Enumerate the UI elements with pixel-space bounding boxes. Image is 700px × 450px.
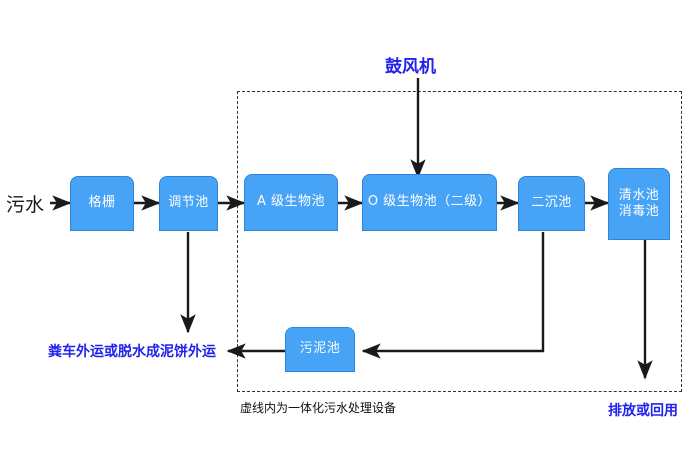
node-clearwater-tank-label: 清水池 <box>618 187 660 203</box>
node-regulating-tank[interactable]: 调节池 <box>159 176 218 231</box>
arrow-secondary-to-sludge <box>361 232 545 359</box>
integrated-equipment-boundary <box>237 91 682 392</box>
node-regulating-tank-label: 调节池 <box>168 195 209 211</box>
node-clearwater-disinfection-tank[interactable]: 清水池 消毒池 <box>608 168 670 240</box>
blower-label: 鼓风机 <box>385 57 436 77</box>
enclosure-caption: 虚线内为一体化污水处理设备 <box>240 401 397 415</box>
node-sludge-tank-label: 污泥池 <box>299 341 341 357</box>
node-a-level-biological-tank-label: A 级生物池 <box>256 194 326 210</box>
node-secondary-sedimentation-tank-label: 二沉池 <box>531 195 572 211</box>
node-o-level-biological-tank[interactable]: O 级生物池（二级） <box>362 174 497 231</box>
discharge-label: 排放或回用 <box>608 403 678 419</box>
node-grille[interactable]: 格栅 <box>70 176 134 231</box>
node-o-level-biological-tank-label: O 级生物池（二级） <box>367 194 492 210</box>
inlet-label: 污水 <box>6 194 45 216</box>
node-disinfection-tank-label: 消毒池 <box>618 204 660 219</box>
node-sludge-tank[interactable]: 污泥池 <box>285 327 355 372</box>
node-grille-label: 格栅 <box>88 195 116 211</box>
node-a-level-biological-tank[interactable]: A 级生物池 <box>244 174 338 231</box>
sludge-disposal-label: 粪车外运或脱水成泥饼外运 <box>48 344 216 360</box>
node-secondary-sedimentation-tank[interactable]: 二沉池 <box>518 176 585 231</box>
